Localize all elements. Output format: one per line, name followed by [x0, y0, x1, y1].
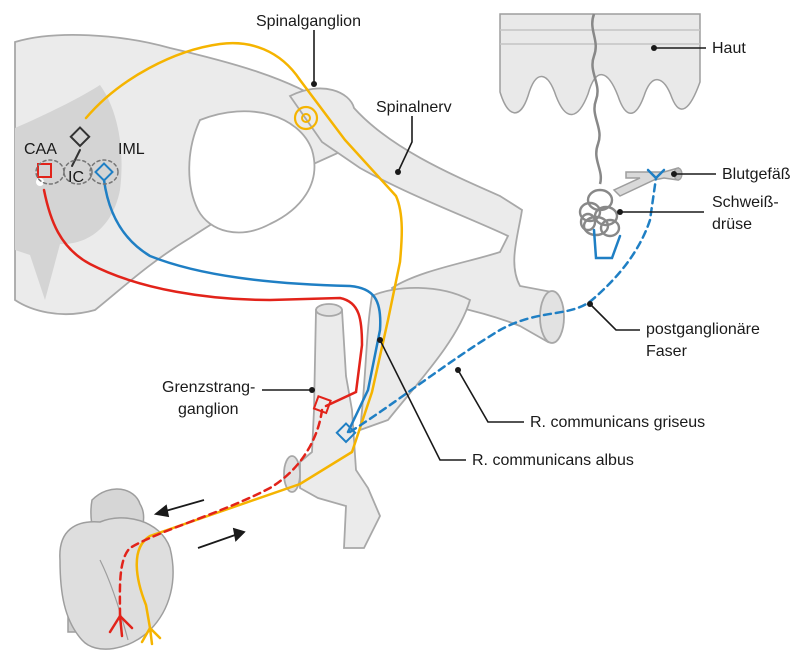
- label-grenzstrang-1: Grenzstrang-: [162, 379, 255, 396]
- sweat-gland: [580, 190, 619, 236]
- label-spinalnerv: Spinalnerv: [376, 99, 452, 116]
- label-schweiss-2: drüse: [712, 216, 752, 233]
- skin-illustration: [500, 14, 700, 184]
- label-schweiss-1: Schweiß-: [712, 194, 779, 211]
- label-postganglionaer-2: Faser: [646, 343, 688, 360]
- label-spinalganglion: Spinalganglion: [256, 13, 361, 30]
- label-ic: IC: [68, 169, 84, 186]
- label-haut: Haut: [712, 40, 746, 57]
- label-albus: R. communicans albus: [472, 452, 634, 469]
- sympathetic-trunk: [284, 288, 470, 548]
- label-griseus: R. communicans griseus: [530, 414, 705, 431]
- label-caa: CAA: [24, 141, 57, 158]
- spinal-cord: [15, 35, 350, 314]
- label-grenzstrang-2: ganglion: [178, 401, 239, 418]
- label-blutgefaess: Blutgefäß: [722, 166, 791, 183]
- label-iml: IML: [118, 141, 145, 158]
- label-postganglionaer-1: postganglionäre: [646, 321, 760, 338]
